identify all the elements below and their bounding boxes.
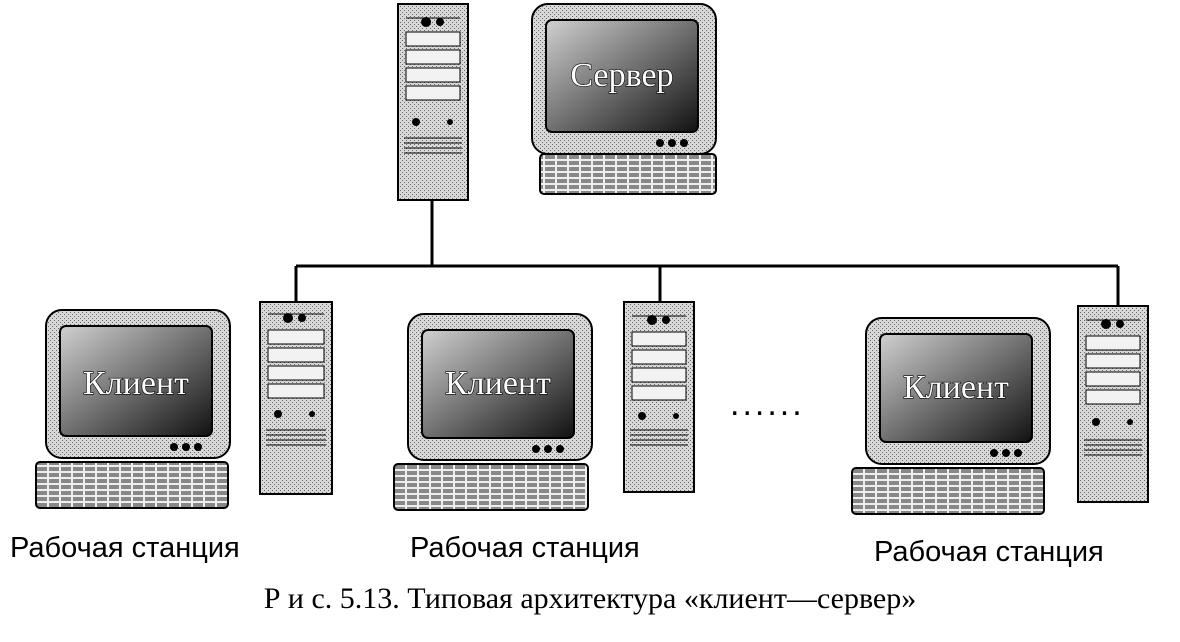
client-3-screen-label: Клиент	[903, 369, 1009, 406]
ellipsis: ......	[730, 385, 805, 423]
network-lines	[294, 196, 1120, 308]
client-3-tower	[1077, 305, 1149, 503]
client-3-monitor: Клиент	[851, 317, 1051, 515]
figure-caption: Р и с. 5.13. Типовая архитектура «клиент…	[263, 582, 917, 615]
server-tower	[397, 3, 469, 201]
client-2-monitor: Клиент	[393, 313, 593, 511]
client-1-screen-label: Клиент	[83, 365, 189, 402]
server-screen-label: Сервер	[570, 57, 673, 94]
server-monitor: Сервер	[531, 3, 717, 195]
client-2-tower	[623, 301, 695, 493]
client-1-tower	[259, 301, 333, 495]
client-2-screen-label: Клиент	[445, 365, 551, 402]
client-1-station-label: Рабочая станция	[10, 532, 240, 564]
client-1-monitor: Клиент	[35, 309, 231, 509]
client-3-station-label: Рабочая станция	[874, 536, 1104, 568]
client-2-station-label: Рабочая станция	[410, 532, 640, 564]
